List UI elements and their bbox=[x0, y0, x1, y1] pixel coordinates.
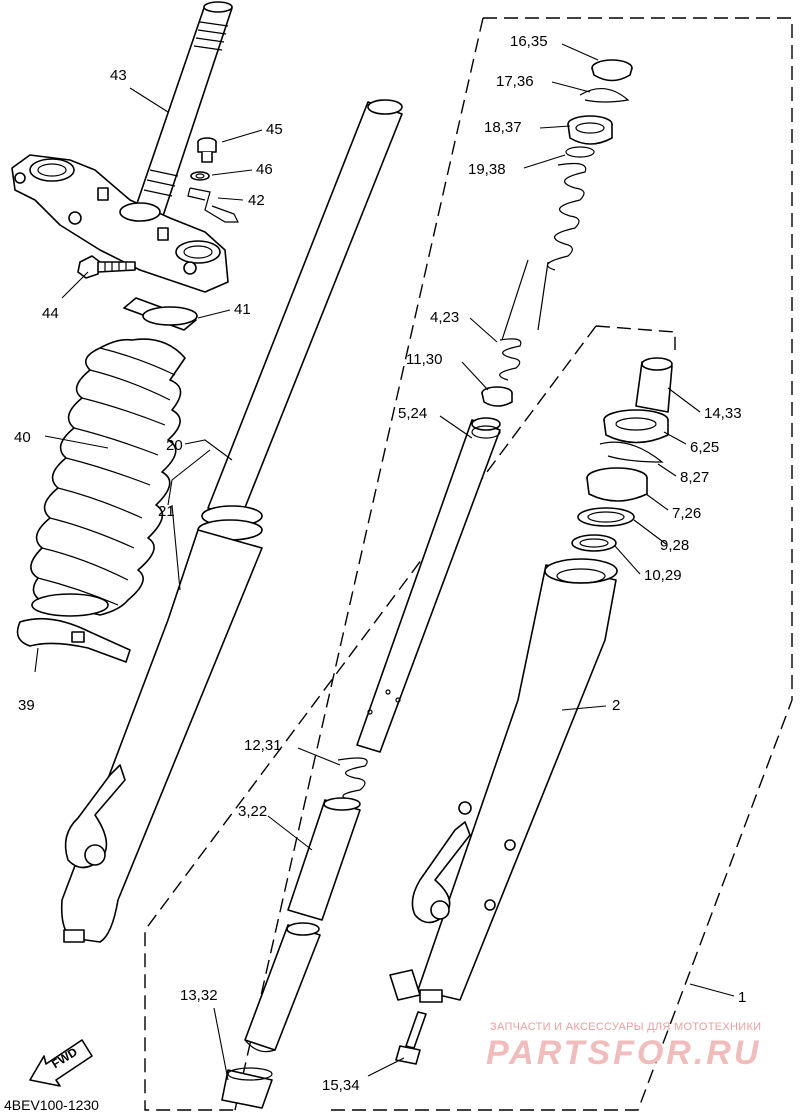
callout-40: 40 bbox=[14, 429, 31, 446]
piston-ring bbox=[481, 386, 513, 407]
watermark: ЗАПЧАСТИ И АКСЕССУАРЫ ДЛЯ МОТОТЕХНИКИ PA… bbox=[486, 1021, 761, 1072]
callout-labels: 43 45 46 42 44 41 40 20 21 39 16,35 17,3… bbox=[14, 33, 746, 1094]
callout-19-38: 19,38 bbox=[468, 161, 506, 178]
callout-11-30: 11,30 bbox=[406, 351, 442, 368]
callout-10-29: 10,29 bbox=[644, 567, 682, 584]
wire-clip bbox=[187, 187, 239, 223]
callout-3-22: 3,22 bbox=[238, 803, 267, 820]
fork-spring bbox=[501, 162, 587, 341]
callout-18-37: 18,37 bbox=[484, 119, 522, 136]
seal-washer bbox=[577, 507, 635, 527]
callout-42: 42 bbox=[248, 192, 265, 209]
fwd-arrow-icon: FWD bbox=[29, 1039, 93, 1087]
under-bracket bbox=[11, 154, 229, 293]
callout-45: 45 bbox=[266, 121, 283, 138]
callout-1: 1 bbox=[738, 989, 746, 1006]
callout-8-27: 8,27 bbox=[680, 469, 709, 486]
callout-15-34: 15,34 bbox=[322, 1077, 360, 1094]
fork-boot bbox=[30, 297, 198, 617]
callout-14-33: 14,33 bbox=[704, 405, 742, 422]
callout-17-36: 17,36 bbox=[496, 73, 534, 90]
callout-12-31: 12,31 bbox=[244, 737, 282, 754]
diagram-reference-code: 4BEV100-1230 bbox=[4, 1097, 99, 1113]
callout-6-25: 6,25 bbox=[690, 439, 719, 456]
rebound-spring bbox=[499, 338, 522, 381]
inner-slide-metal bbox=[244, 797, 361, 1053]
callout-44: 44 bbox=[42, 305, 59, 322]
taper-spring bbox=[337, 757, 368, 801]
outer-tube-right bbox=[389, 558, 618, 1003]
spring-seat bbox=[567, 115, 613, 145]
assembly-boundary bbox=[144, 17, 793, 1111]
cap-bolt bbox=[591, 59, 633, 82]
oil-seal-clip bbox=[599, 441, 664, 463]
callout-20: 20 bbox=[166, 437, 183, 454]
callout-16-35: 16,35 bbox=[510, 33, 548, 50]
damper-rod bbox=[356, 417, 501, 753]
pinch-bolt bbox=[77, 255, 136, 279]
watermark-caption: ЗАПЧАСТИ И АКСЕССУАРЫ ДЛЯ МОТОТЕХНИКИ bbox=[490, 1021, 761, 1033]
spacer-washer bbox=[565, 146, 595, 158]
slide-metal-outer bbox=[571, 534, 617, 552]
dust-seal bbox=[603, 409, 669, 444]
small-bolt bbox=[197, 137, 217, 163]
callout-9-28: 9,28 bbox=[660, 537, 689, 554]
callout-21: 21 bbox=[158, 503, 175, 520]
washer bbox=[190, 171, 210, 181]
watermark-brand: PARTSFOR.RU bbox=[486, 1034, 761, 1072]
callout-46: 46 bbox=[256, 161, 273, 178]
callout-5-24: 5,24 bbox=[398, 405, 427, 422]
callout-41: 41 bbox=[234, 301, 251, 318]
boot-clamp bbox=[16, 617, 131, 663]
callout-43: 43 bbox=[110, 67, 127, 84]
oil-lock-piece bbox=[221, 1067, 273, 1109]
callout-13-32: 13,32 bbox=[180, 987, 218, 1004]
callout-4-23: 4,23 bbox=[430, 309, 459, 326]
inner-tube-left bbox=[197, 99, 403, 541]
drain-bolt bbox=[395, 1011, 427, 1065]
callout-7-26: 7,26 bbox=[672, 505, 701, 522]
callout-2: 2 bbox=[612, 697, 620, 714]
callout-39: 39 bbox=[18, 697, 35, 714]
outer-tube-left bbox=[60, 529, 263, 943]
steering-stem bbox=[131, 1, 233, 226]
oil-seal bbox=[586, 467, 648, 502]
dust-seal-cap bbox=[635, 357, 673, 413]
leader-lines bbox=[34, 43, 735, 1081]
circlip-top bbox=[579, 88, 630, 103]
